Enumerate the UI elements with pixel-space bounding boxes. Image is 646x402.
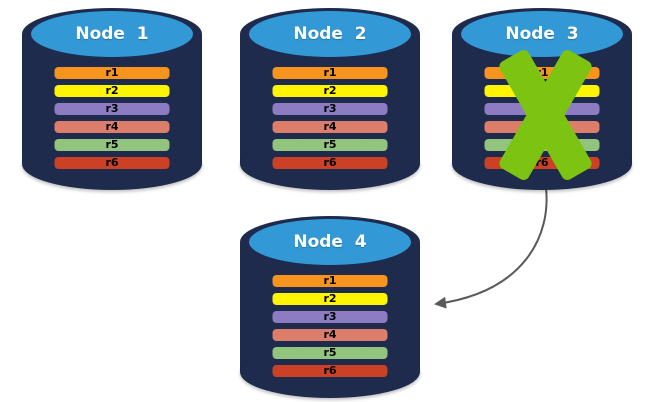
node-4: Node 4 r1 r2 r3 r4 r5 r6 <box>240 214 420 398</box>
node-title: Node 2 <box>293 24 367 44</box>
node-title: Node 4 <box>293 232 367 252</box>
replica-row-r6: r6 <box>484 157 600 169</box>
replica-row-r5: r5 <box>54 139 170 151</box>
node-1: Node 1 r1 r2 r3 r4 r5 r6 <box>22 6 202 190</box>
replica-row-r3: r3 <box>484 103 600 115</box>
cylinder-top-face: Node 3 <box>461 11 623 57</box>
replica-row-r4: r4 <box>484 121 600 133</box>
replica-list: r1 r2 r3 r4 r5 r6 <box>484 67 600 169</box>
replica-row-r1: r1 <box>54 67 170 79</box>
replica-row-r2: r2 <box>484 85 600 97</box>
replica-row-r2: r2 <box>272 293 388 305</box>
replica-row-r4: r4 <box>272 121 388 133</box>
cylinder-top-face: Node 1 <box>31 11 193 57</box>
replica-list: r1 r2 r3 r4 r5 r6 <box>54 67 170 169</box>
arrow-curve <box>434 187 548 309</box>
replica-row-r5: r5 <box>272 139 388 151</box>
replica-row-r6: r6 <box>54 157 170 169</box>
replica-row-r1: r1 <box>484 67 600 79</box>
replica-list: r1 r2 r3 r4 r5 r6 <box>272 67 388 169</box>
cylinder-top-face: Node 4 <box>249 219 411 265</box>
node-2: Node 2 r1 r2 r3 r4 r5 r6 <box>240 6 420 190</box>
replica-list: r1 r2 r3 r4 r5 r6 <box>272 275 388 377</box>
replica-row-r3: r3 <box>54 103 170 115</box>
node-title: Node 3 <box>505 24 579 44</box>
cylinder-top-face: Node 2 <box>249 11 411 57</box>
replica-row-r6: r6 <box>272 157 388 169</box>
replica-row-r3: r3 <box>272 311 388 323</box>
replica-row-r2: r2 <box>54 85 170 97</box>
replica-row-r5: r5 <box>484 139 600 151</box>
replica-row-r1: r1 <box>272 275 388 287</box>
replica-row-r1: r1 <box>272 67 388 79</box>
node-title: Node 1 <box>75 24 149 44</box>
node-3: Node 3 r1 r2 r3 r4 r5 r6 <box>452 6 632 190</box>
replica-row-r4: r4 <box>54 121 170 133</box>
replica-row-r3: r3 <box>272 103 388 115</box>
replica-row-r2: r2 <box>272 85 388 97</box>
replica-row-r4: r4 <box>272 329 388 341</box>
replica-row-r6: r6 <box>272 365 388 377</box>
replica-row-r5: r5 <box>272 347 388 359</box>
